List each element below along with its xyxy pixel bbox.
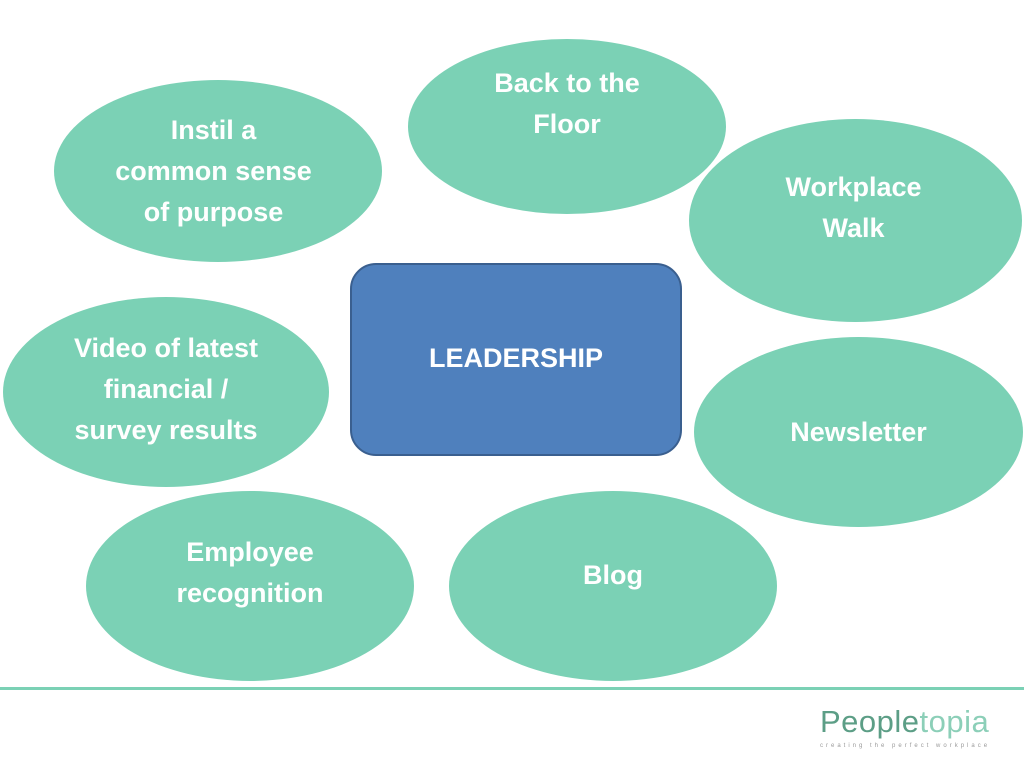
- bubble-workplace-walk-label: Workplace Walk: [785, 172, 922, 243]
- bubble-workplace-walk: Workplace Walk: [689, 119, 1022, 322]
- bubble-video-financial-results: Video of latest financial / survey resul…: [3, 297, 329, 487]
- logo-wordmark: Peopletopia: [820, 704, 990, 740]
- leadership-label: LEADERSHIP: [428, 343, 604, 373]
- logo-tagline: creating the perfect workplace: [820, 743, 991, 749]
- peopletopia-logo: Peopletopia creating the perfect workpla…: [820, 704, 990, 756]
- bubble-employee-recognition: Employee recognition: [86, 491, 414, 681]
- logo-word-topia: topia: [919, 704, 990, 739]
- bubble-blog-label: Blog: [583, 559, 643, 590]
- bubble-blog: Blog: [449, 491, 777, 681]
- bubble-back-to-the-floor: Back to the Floor: [408, 39, 726, 214]
- bubble-instil-purpose-label: Instil a common sense of purpose: [115, 114, 312, 227]
- bubble-newsletter: Newsletter: [694, 337, 1023, 527]
- bubble-video-financial-results-label: Video of latest financial / survey resul…: [73, 332, 259, 445]
- bubble-back-to-the-floor-label: Back to the Floor: [494, 68, 640, 139]
- logo-word-people: People: [820, 704, 920, 739]
- bubble-instil-purpose: Instil a common sense of purpose: [54, 80, 382, 262]
- leadership-box: LEADERSHIP: [350, 263, 682, 456]
- bubble-newsletter-label: Newsletter: [790, 416, 927, 447]
- footer-divider: [0, 687, 1024, 690]
- bubble-employee-recognition-label: Employee recognition: [176, 537, 324, 608]
